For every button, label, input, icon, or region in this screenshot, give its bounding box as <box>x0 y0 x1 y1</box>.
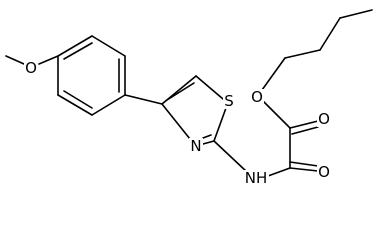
bond-benzene-inner-3 <box>63 42 93 60</box>
bond-thiazole-n-c4 <box>161 103 191 140</box>
atom-n-thiazole: N <box>189 137 203 155</box>
bond-benzene-2 <box>57 94 93 116</box>
atom-o-ester: O <box>250 88 264 106</box>
bond-o-ring <box>38 55 59 65</box>
atom-o-ester-carbonyl: O <box>317 110 331 128</box>
atom-label-n-thiazole: N <box>190 137 201 155</box>
atom-o-amide-carbonyl: O <box>317 163 331 181</box>
bond-ester-c-o-2 <box>291 126 319 135</box>
atom-nh-amide: NH <box>243 169 269 187</box>
bond-thiazole-c2-n-inner <box>202 134 212 139</box>
bond-thiazole-c2-n <box>202 140 215 145</box>
bond-o-ch2 <box>261 57 286 91</box>
bond-benzene-6 <box>57 35 93 57</box>
bond-amide-c-o-1 <box>289 167 319 172</box>
atom-label-nh-amide: NH <box>245 169 268 187</box>
bond-ester-c-o-1 <box>289 120 319 129</box>
atom-label-s-thiazole: S <box>224 92 234 110</box>
bond-benzene-5 <box>91 35 126 57</box>
bond-aryl-thiazole <box>124 94 163 105</box>
atom-o-methoxy: O <box>24 59 38 77</box>
bond-methyl-o <box>5 55 25 65</box>
bond-butyl-1 <box>284 49 321 59</box>
bond-butyl-3 <box>339 9 373 19</box>
bond-ester-c-o <box>262 100 291 129</box>
bond-butyl-2 <box>319 17 341 51</box>
bond-thiazole-s-c2 <box>213 107 227 142</box>
bond-benzene-3 <box>91 94 126 116</box>
atom-label-layer: O S N NH O O O <box>24 59 331 187</box>
molecule-structure: O S N NH O O O <box>5 9 373 187</box>
bond-amide-c-o-2 <box>289 161 319 167</box>
atom-label-o-ester: O <box>251 88 263 106</box>
bond-c2-nh <box>213 140 248 173</box>
bond-thiazole-c5-inner <box>166 82 195 101</box>
bond-layer <box>5 9 373 177</box>
atom-label-o-ester-carbonyl: O <box>318 110 330 128</box>
bond-benzene-inner-1 <box>63 90 93 109</box>
bond-thiazole-c5-s <box>195 75 224 100</box>
atom-s-thiazole: S <box>223 92 235 110</box>
bond-nh-c <box>267 167 291 177</box>
atom-label-o-amide-carbonyl: O <box>318 163 330 181</box>
atom-label-o-methoxy: O <box>25 59 37 77</box>
